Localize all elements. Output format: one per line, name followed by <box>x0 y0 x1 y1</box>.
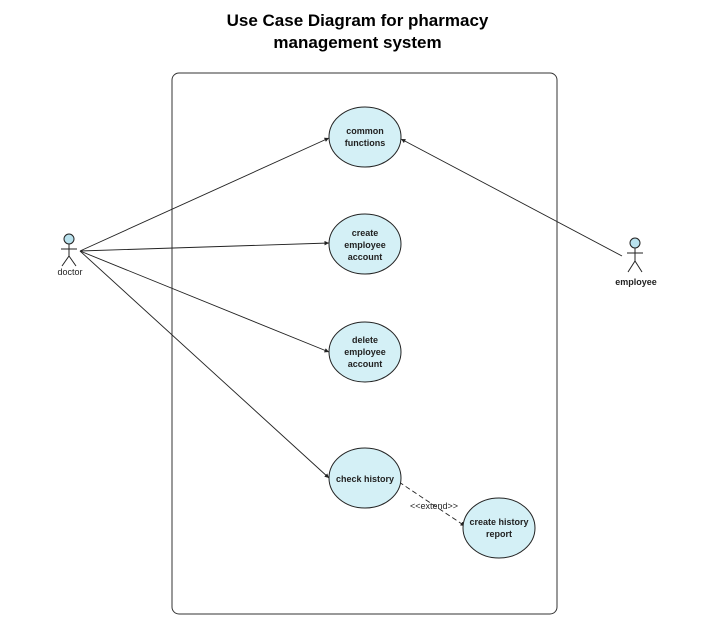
use-case-label-line: account <box>348 359 383 369</box>
use-case-check-history[interactable]: check history <box>328 447 402 509</box>
use-case-create-history-report[interactable]: create history report <box>462 497 536 559</box>
actor-head-icon <box>629 237 641 249</box>
doctor-to-create-employee-account <box>79 240 330 252</box>
use-case-common-functions[interactable]: common functions <box>328 106 402 168</box>
actor-employee[interactable] <box>627 237 643 273</box>
use-case-label-line: delete <box>352 335 378 345</box>
doctor-to-check-history <box>79 250 330 479</box>
actor-head-icon <box>63 233 75 245</box>
doctor-to-common-functions <box>79 137 330 252</box>
use-case-label-line: report <box>486 529 512 539</box>
use-case-label-line: create history <box>469 517 528 527</box>
use-case-label-line: functions <box>345 138 386 148</box>
use-case-label-line: employee <box>344 347 386 357</box>
use-case-label-line: account <box>348 252 383 262</box>
employee-to-common-functions <box>400 138 623 257</box>
use-case-label-line: create <box>352 228 379 238</box>
use-case-delete-employee-account[interactable]: delete employee account <box>328 321 402 383</box>
actor-employee-label: employee <box>615 277 657 287</box>
doctor-to-delete-employee-account <box>79 250 330 353</box>
use-case-label-line: check history <box>336 474 394 484</box>
diagram-title-line-1: Use Case Diagram for pharmacy <box>226 11 489 30</box>
actor-doctor[interactable] <box>61 233 77 267</box>
use-case-create-employee-account[interactable]: create employee account <box>328 213 402 275</box>
use-case-label-line: common <box>346 126 384 136</box>
extend-relation <box>398 481 466 527</box>
use-case-label-line: employee <box>344 240 386 250</box>
actor-doctor-label: doctor <box>57 267 82 277</box>
extend-label: <<extend>> <box>410 501 458 511</box>
diagram-title-line-2: management system <box>273 33 442 52</box>
associations <box>79 137 623 479</box>
